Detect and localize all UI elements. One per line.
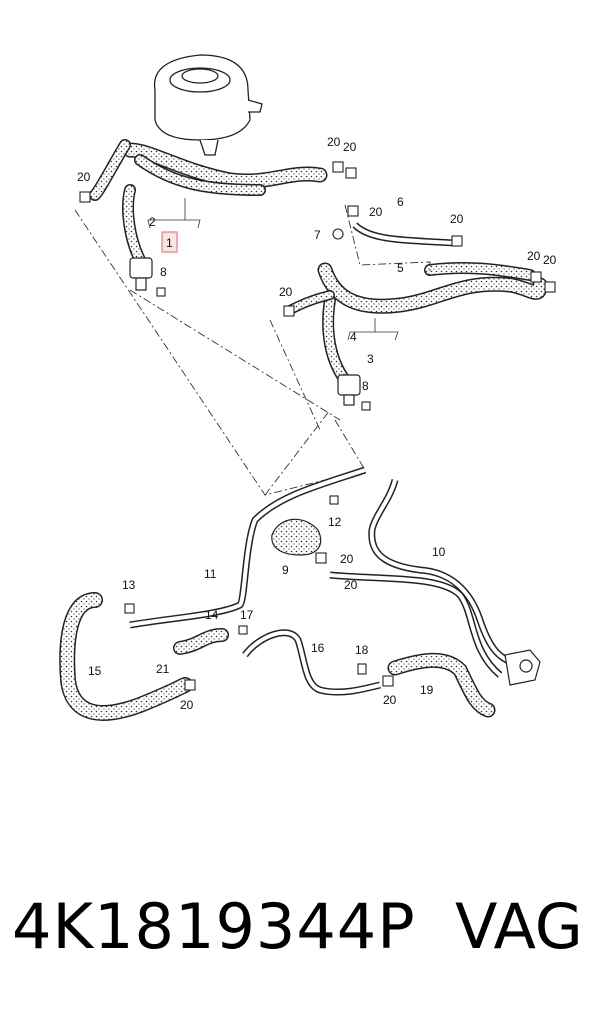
coolant-hose-diagram: 1 2 3 4 5 6 7 8 8 9 10 11 12 13 14 15 16…	[59, 54, 557, 721]
callout-17: 17	[240, 608, 254, 622]
callout-20i: 20	[340, 552, 354, 566]
callout-7: 7	[314, 228, 321, 242]
callout-3: 3	[367, 352, 374, 366]
callout-6: 6	[397, 195, 404, 209]
footer: 4K1819344P VAG	[0, 890, 600, 980]
valve-block-upper	[129, 257, 153, 291]
callout-20h: 20	[279, 285, 293, 299]
leader-lines	[74, 204, 431, 496]
pipe-16	[242, 629, 381, 696]
callout-20j: 20	[180, 698, 194, 712]
callout-18: 18	[355, 643, 369, 657]
callout-8b: 8	[362, 379, 369, 393]
callout-5: 5	[397, 261, 404, 275]
callout-9: 9	[282, 563, 289, 577]
clamp-icons	[79, 161, 556, 691]
callout-21: 21	[156, 662, 170, 676]
hose-1-upper	[89, 139, 328, 266]
callout-14: 14	[205, 608, 219, 622]
hose-19	[387, 652, 496, 718]
part-number: 4K1819344P	[12, 890, 416, 963]
callout-20b: 20	[327, 135, 341, 149]
hose-14	[173, 628, 229, 655]
callout-brackets	[147, 198, 399, 341]
pump-9	[271, 518, 322, 556]
callout-labels: 1 2 3 4 5 6 7 8 8 9 10 11 12 13 14 15 16…	[77, 135, 557, 712]
callout-20f: 20	[527, 249, 541, 263]
hose-15	[59, 592, 193, 721]
callout-19: 19	[420, 683, 434, 697]
pipe-5	[352, 222, 456, 247]
callout-20d: 20	[369, 205, 383, 219]
callout-4: 4	[350, 330, 357, 344]
callout-20c: 20	[343, 140, 357, 154]
expansion-tank	[153, 54, 263, 156]
brand-name: VAG	[455, 890, 583, 963]
connector-10-end	[504, 649, 541, 686]
callout-11: 11	[204, 567, 217, 581]
callout-12: 12	[328, 515, 342, 529]
highlight-box-1	[161, 231, 178, 253]
callout-20a: 20	[77, 170, 91, 184]
callout-13: 13	[122, 578, 136, 592]
bolt-icons	[124, 228, 371, 635]
pipe-11	[129, 466, 367, 629]
callout-8a: 8	[160, 265, 167, 279]
hose-3-assembly	[285, 261, 548, 386]
callout-20e: 20	[450, 212, 464, 226]
callout-1: 1	[166, 236, 173, 250]
callout-20g: 20	[543, 253, 557, 267]
callout-15: 15	[88, 664, 102, 678]
callout-10: 10	[432, 545, 446, 559]
pipe-10	[329, 479, 521, 678]
callout-20k: 20	[383, 693, 397, 707]
callout-16: 16	[311, 641, 325, 655]
valve-block-lower	[337, 374, 361, 406]
callout-20l: 20	[344, 578, 358, 592]
callout-2: 2	[149, 215, 156, 229]
